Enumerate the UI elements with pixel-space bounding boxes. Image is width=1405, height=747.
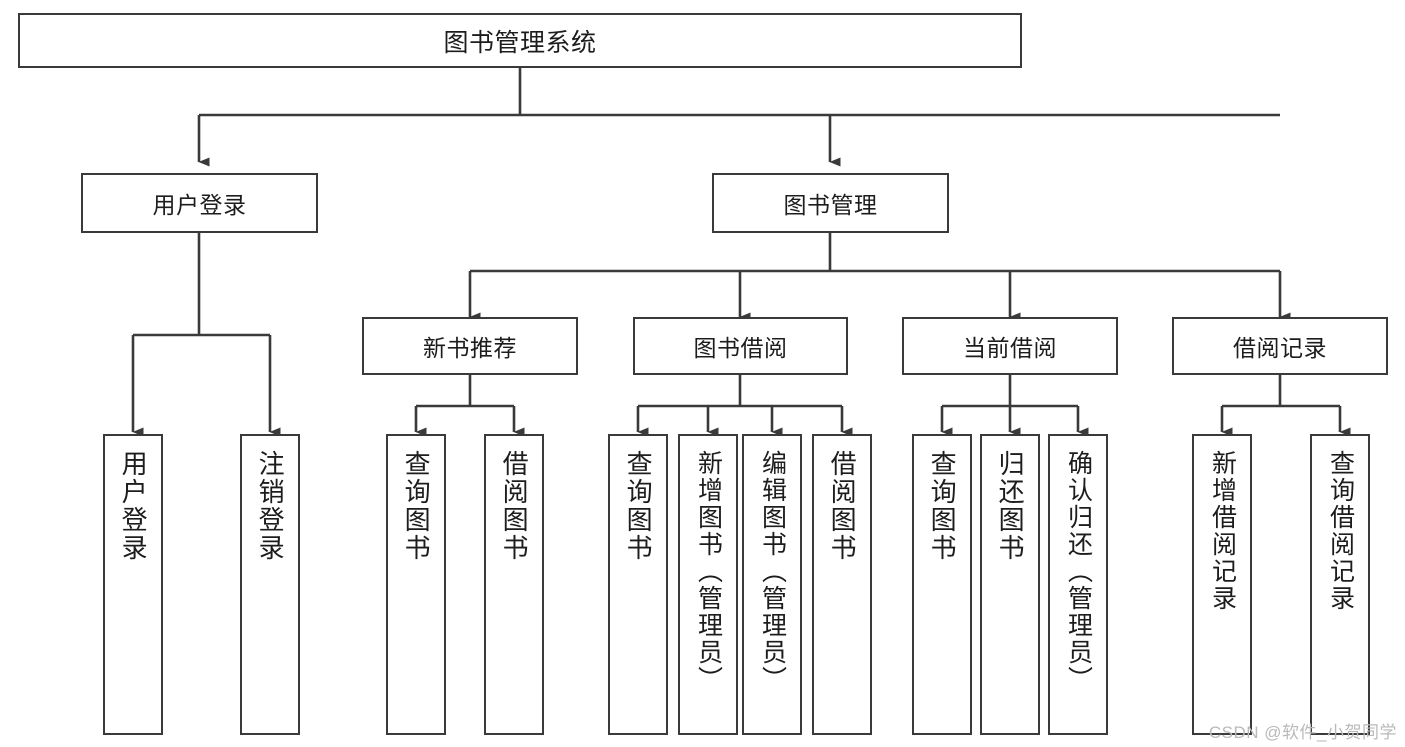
leaf-current-borrow-confirm[interactable]: 确认归还（管理员）	[1048, 434, 1108, 735]
node-label: 查询借阅记录	[1326, 450, 1355, 612]
node-label: 归还图书	[995, 450, 1026, 562]
leaf-user-login-logout[interactable]: 注销登录	[240, 434, 300, 735]
node-book-management[interactable]: 图书管理	[712, 173, 949, 233]
node-label: 查询图书	[401, 450, 432, 562]
node-root-system[interactable]: 图书管理系统	[18, 13, 1022, 68]
node-label: 借阅图书	[499, 450, 530, 562]
node-label: 查询图书	[927, 450, 958, 562]
node-user-login[interactable]: 用户登录	[81, 173, 318, 233]
node-current-borrow[interactable]: 当前借阅	[902, 317, 1118, 375]
node-label: 确认归还（管理员）	[1064, 450, 1093, 693]
leaf-book-borrow-query[interactable]: 查询图书	[608, 434, 668, 735]
node-label: 借阅图书	[827, 450, 858, 562]
node-label: 图书借阅	[693, 335, 788, 361]
node-label: 编辑图书（管理员）	[758, 450, 787, 693]
leaf-new-book-borrow[interactable]: 借阅图书	[484, 434, 544, 735]
node-new-book-recommend[interactable]: 新书推荐	[362, 317, 578, 375]
leaf-new-book-query[interactable]: 查询图书	[386, 434, 446, 735]
node-label: 借阅记录	[1233, 335, 1327, 361]
node-label: 用户登录	[152, 192, 247, 218]
node-label: 当前借阅	[963, 335, 1057, 361]
watermark-text: CSDN @软件_小贺同学	[1208, 723, 1397, 742]
node-label: 新增图书（管理员）	[694, 450, 723, 693]
node-label: 用户登录	[118, 450, 149, 562]
leaf-borrow-record-query[interactable]: 查询借阅记录	[1310, 434, 1370, 735]
leaf-current-borrow-query[interactable]: 查询图书	[912, 434, 972, 735]
node-label: 查询图书	[623, 450, 654, 562]
leaf-book-borrow-borrow[interactable]: 借阅图书	[812, 434, 872, 735]
node-book-borrow[interactable]: 图书借阅	[633, 317, 848, 375]
leaf-book-borrow-edit[interactable]: 编辑图书（管理员）	[742, 434, 802, 735]
leaf-borrow-record-add[interactable]: 新增借阅记录	[1192, 434, 1252, 735]
node-borrow-record[interactable]: 借阅记录	[1172, 317, 1388, 375]
node-label: 注销登录	[255, 450, 286, 562]
node-label: 新增借阅记录	[1208, 450, 1237, 612]
leaf-user-login-login[interactable]: 用户登录	[103, 434, 163, 735]
leaf-book-borrow-add[interactable]: 新增图书（管理员）	[678, 434, 738, 735]
node-label: 图书管理系统	[443, 28, 597, 57]
node-label: 新书推荐	[423, 335, 517, 361]
leaf-current-borrow-return[interactable]: 归还图书	[980, 434, 1040, 735]
node-label: 图书管理	[783, 192, 878, 218]
